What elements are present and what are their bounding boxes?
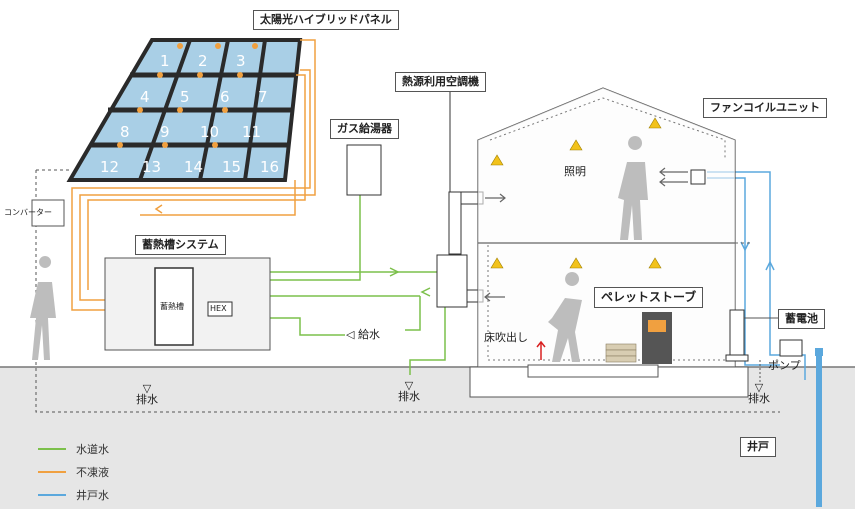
pump-unit — [779, 339, 803, 357]
panel-number: 16 — [260, 158, 280, 176]
aircon-label: 熱源利用空調機 — [395, 72, 486, 93]
panel-number: 7 — [258, 88, 268, 106]
pump-label: ポンプ — [768, 359, 801, 372]
gas-heater-label: ガス給湯器 — [330, 119, 399, 140]
battery-unit — [729, 309, 745, 359]
converter-label: コンバーター — [4, 208, 52, 217]
panel-number: 13 — [142, 158, 162, 176]
legend-label: 水道水 — [76, 443, 109, 456]
well-shaft — [816, 352, 822, 507]
storage-tank-label: 蓄熱槽 — [160, 302, 184, 311]
well-label: 井戸 — [740, 437, 776, 458]
legend-label: 井戸水 — [76, 489, 109, 502]
panel-number: 2 — [198, 52, 208, 70]
legend-swatch — [38, 494, 66, 496]
panel-number: 14 — [184, 158, 204, 176]
drain-label-1: ▽排水 — [136, 382, 158, 406]
panel-number: 1 — [160, 52, 170, 70]
battery-label: 蓄電池 — [778, 309, 825, 330]
light-icons — [490, 117, 662, 269]
drain-label-3: ▽排水 — [748, 381, 770, 405]
panel-number: 4 — [140, 88, 150, 106]
solar-panel-label: 太陽光ハイブリッドパネル — [253, 10, 399, 31]
gas-heater-unit — [346, 144, 382, 196]
underground-dotted-line — [35, 170, 780, 413]
pellet-stove-label: ペレットストーブ — [594, 287, 704, 309]
fan-coil-unit — [690, 169, 706, 185]
storage-system-label: 蓄熱槽システム — [135, 235, 226, 256]
legend-well-water: 井戸水 — [38, 487, 109, 503]
legend-tap-water: 水道水 — [38, 441, 109, 457]
panel-number: 15 — [222, 158, 242, 176]
panel-number: 8 — [120, 123, 130, 141]
panel-number: 6 — [220, 88, 230, 106]
pellet-stove-body — [642, 312, 672, 364]
panel-number: 9 — [160, 123, 170, 141]
fan-coil-label: ファンコイルユニット — [703, 98, 827, 119]
person-silhouettes — [30, 136, 648, 362]
legend-label: 不凍液 — [76, 466, 109, 479]
floor-vent-label: 床吹出し — [484, 331, 528, 344]
storage-tank — [154, 267, 194, 346]
hex-label: HEX — [210, 304, 227, 313]
heat-pump-unit — [436, 254, 468, 308]
converter-box — [31, 199, 65, 227]
hex-unit — [207, 301, 233, 317]
water-supply-label: ◁ 給水 — [346, 328, 380, 341]
legend-antifreeze: 不凍液 — [38, 464, 109, 480]
legend-swatch — [38, 471, 66, 473]
lighting-label: 照明 — [564, 165, 586, 178]
panel-number: 12 — [100, 158, 120, 176]
legend-swatch — [38, 448, 66, 450]
solar-panel-array — [66, 38, 303, 182]
panel-number: 5 — [180, 88, 190, 106]
panel-number: 3 — [236, 52, 246, 70]
drain-label-2: ▽排水 — [398, 379, 420, 403]
panel-number: 10 — [200, 123, 220, 141]
panel-number: 11 — [242, 123, 262, 141]
